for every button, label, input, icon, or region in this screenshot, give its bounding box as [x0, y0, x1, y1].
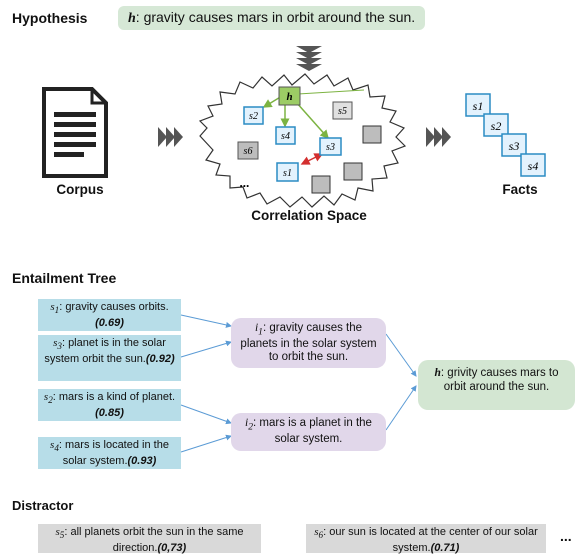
hypothesis-box: h: gravity causes mars in orbit around t… [118, 6, 426, 30]
space-node-s3: s3 [319, 137, 342, 156]
hypothesis-text: : gravity causes mars in orbit around th… [135, 9, 416, 25]
space-node-s1: s1 [276, 162, 299, 182]
correlation-space-label: Correlation Space [251, 208, 367, 223]
svg-text:s3: s3 [509, 139, 520, 153]
space-node-s4: s4 [275, 126, 296, 145]
space-node-h: h [278, 86, 301, 106]
document-icon [42, 87, 108, 178]
entailment-tree-title: Entailment Tree [12, 270, 117, 286]
tree-leaf: s3: planet is in the solar system orbit … [38, 335, 181, 381]
distractor-title: Distractor [12, 498, 74, 513]
space-node-s2: s2 [243, 106, 264, 125]
distractor-item: s5: all planets orbit the sun in the sam… [38, 524, 261, 554]
svg-text:s1: s1 [473, 99, 484, 113]
fact-card-s1: s1 [465, 93, 491, 117]
fact-card-s3: s3 [501, 133, 527, 157]
svg-text:s1: s1 [283, 168, 292, 179]
tree-edges [180, 314, 417, 453]
svg-text:s2: s2 [491, 119, 502, 133]
tree-leaf: s1: gravity causes orbits.(0.69) [38, 299, 181, 331]
svg-text:s2: s2 [249, 111, 258, 122]
tree-intermediate: i2: mars is a planet in the solar system… [231, 413, 386, 451]
space-node-unlabeled [311, 175, 331, 194]
retrieval-diagram: h s2 s5 s4 s3 s6 s1 ... s1 s2 [42, 46, 546, 208]
tree-intermediate: i1: gravity causes the planets in the so… [231, 318, 386, 368]
space-node-s5: s5 [332, 101, 353, 120]
fact-card-s4: s4 [520, 153, 546, 177]
tree-leaf: s2: mars is a kind of planet.(0.85) [38, 389, 181, 421]
down-arrow-stack-icon [296, 46, 322, 71]
forward-arrows-icon [158, 127, 183, 147]
svg-text:s4: s4 [281, 131, 290, 142]
svg-text:s3: s3 [326, 142, 335, 153]
svg-text:h: h [286, 91, 292, 103]
space-node-s6: s6 [237, 141, 259, 160]
svg-text:s4: s4 [528, 159, 539, 173]
distractor-item: s6: our sun is located at the center of … [306, 524, 546, 554]
hypothesis-symbol: h [128, 11, 136, 26]
tree-root: h: grivity causes mars to orbit around t… [418, 360, 575, 410]
facts-label: Facts [502, 182, 538, 197]
corpus-label: Corpus [56, 182, 104, 197]
svg-text:s5: s5 [338, 106, 347, 117]
fact-card-s2: s2 [483, 113, 509, 137]
forward-arrows-icon [426, 127, 451, 147]
tree-leaf: s4: mars is located in the solar system.… [38, 437, 181, 469]
hypothesis-label: Hypothesis [12, 10, 88, 26]
distractor-more-dots: ... [560, 528, 572, 544]
space-node-unlabeled [343, 162, 363, 181]
space-node-unlabeled [362, 125, 382, 144]
space-more-dots: ... [240, 175, 250, 190]
svg-text:s6: s6 [244, 146, 253, 157]
